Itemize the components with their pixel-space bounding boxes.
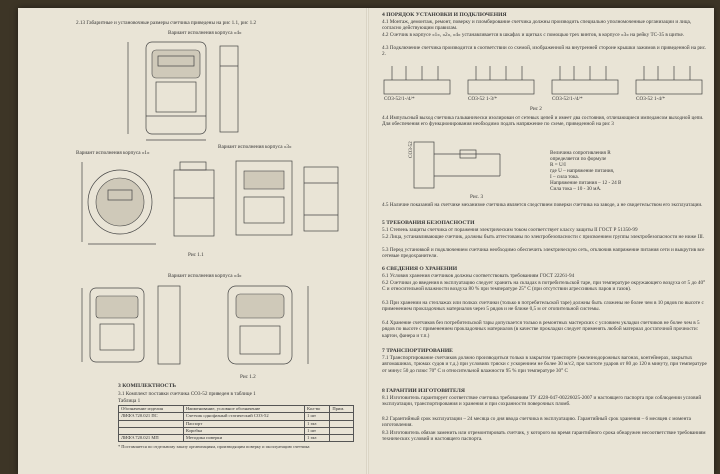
section-6-heading: 6 СВЕДЕНИЯ О ХРАНЕНИИ [382,266,458,272]
table-cell: 1 экз [304,419,331,428]
formula-line: Напряжение питания – 12 - 24 В [550,180,622,186]
intro-text: 2.13 Габаритные и установочные размеры с… [76,20,257,26]
meter-drawing-top [127,41,239,141]
formula-line: I – сила тока. [550,174,580,180]
meter-drawing-din [235,160,339,236]
p-6-4: 6.4 Хранение счетчиков без потребительск… [382,320,700,339]
document-sheet: 2.13 Габаритные и установочные размеры с… [18,8,714,474]
p-4-1: 4.1 Монтаж, демонтаж, ремонт, поверку и … [382,19,692,31]
table-cell [329,412,354,421]
p-6-3: 6.3 При хранении на стеллажах или полках… [382,300,704,313]
table-cell: ЛИФЭ.720.021 МП [118,434,184,443]
figure-2-caption: Рис 2 [530,106,542,112]
p-7-1: 7.1 Транспортирование счетчиков должно п… [382,355,707,374]
table-cell: Методика поверки [182,434,306,443]
table-header-cell: Прим. [329,404,354,414]
table-cell: Паспорт [182,419,306,428]
variant-4b-caption: Вариант исполнения корпуса «4» [168,273,242,279]
p-4-3: 4.3 Подключение счетчика производится в … [382,45,707,57]
meter-drawing-bottom [81,285,309,365]
wiring-label: СО3-52 1-4/* [636,96,665,102]
page-fold [366,8,369,474]
variant-3-caption: Вариант исполнения корпуса «3» [218,144,292,150]
wiring-label: СО3-52/1-/4/* [552,96,583,102]
section-8-heading: 8 ГАРАНТИИ ИЗГОТОВИТЕЛЯ [382,388,465,394]
left-page: 2.13 Габаритные и установочные размеры с… [18,8,364,474]
table-cell: ЛИФЭ.720.021 ПС [118,412,184,421]
figure-1-1-caption: Рис 1.1 [188,252,204,258]
p-8-1: 8.1 Изготовитель гарантирует соответстви… [382,395,702,408]
formula-line: R = U/I [550,162,566,168]
section-7-heading: 7 ТРАНСПОРТИРОВАНИЕ [382,348,453,354]
table-1-caption: Таблица 1 [118,398,141,404]
p-4-4: 4.4 Импульсный выход счетчика гальваниче… [382,115,704,128]
wiring-label: СО3-52/1-/4/* [384,96,415,102]
p-8-2: 8.2 Гарантийный срок эксплуатации – 24 м… [382,416,691,428]
p-6-1: 6.1 Условия хранения счетчиков должны со… [382,273,575,279]
section-3-1-text: 3.1 Комплект поставки счетчика СО3-52 пр… [118,391,256,397]
table-header-row: Обозначение изделия Наименование, условн… [118,404,354,414]
table-cell [329,426,354,436]
table-cell [329,419,354,428]
table-cell [118,426,184,436]
table-cell: 1 шт [304,412,331,421]
table-header-cell: Обозначение изделия [118,404,184,414]
pulse-output-circuit [413,141,501,189]
p-5-1: 5.1 Степень защиты счетчика от поражения… [382,227,638,233]
table-cell [329,434,354,443]
supply-table: Обозначение изделия Наименование, условн… [118,404,354,443]
wiring-diagrams [383,66,703,95]
wiring-label: СО3-52 1-3/* [468,96,497,102]
table-row: ЛИФЭ.720.021 МП Методика поверки 1 экз [118,434,354,443]
meter-drawing-side [173,161,215,237]
figure-3-caption: Рис. 3 [470,194,484,200]
formula-line: Величина сопротивления R [550,150,611,156]
variant-4-caption: Вариант исполнения корпуса «4» [168,30,242,36]
table-header-cell: Кол-во [304,404,331,414]
variant-1-caption: Вариант исполнения корпуса «1» [76,150,150,156]
table-footnote: * Поставляется по отдельному заказу орга… [118,444,310,449]
formula-line: Сила тока – 10 - 30 мА. [550,186,602,192]
p-6-2: 6.2 Счетчики до введения в эксплуатацию … [382,280,706,293]
section-5-heading: 5 ТРЕБОВАНИЯ БЕЗОПАСНОСТИ [382,220,475,226]
formula-line: где U – напряжение питания, [550,168,615,174]
section-4-heading: 4 ПОРЯДОК УСТАНОВКИ И ПОДКЛЮЧЕНИЯ [382,12,507,18]
table-cell: Счетчик однофазный статический СО3-52 [182,412,306,421]
table-row: ЛИФЭ.720.021 ПС Счетчик однофазный стати… [118,412,354,421]
circuit-meter-label: СО3-52 [408,141,414,158]
p-4-5: 4.5 Наличие показаний на счетчике механи… [382,202,703,208]
table-cell [118,419,184,428]
table-cell: 1 шт [304,426,331,436]
figure-1-2-caption: Рис 1.2 [240,374,256,380]
section-3-heading: 3 КОМПЛЕКТНОСТЬ [118,383,177,389]
table-header-cell: Наименование, условное обозначение [182,404,306,414]
table-row: Коробка 1 шт [118,426,354,436]
right-page: 4 ПОРЯДОК УСТАНОВКИ И ПОДКЛЮЧЕНИЯ 4.1 Мо… [370,8,714,474]
table-cell: Коробка [182,426,306,436]
table-row: Паспорт 1 экз [118,419,354,428]
p-4-2: 4.2 Счетчик в корпусе «1», «2», «4» уста… [382,32,685,38]
p-8-3: 8.3 Изготовитель обязан заменить или отр… [382,430,706,442]
p-5-3: 5.3 Перед установкой и подключением счет… [382,247,705,259]
table-cell: 1 экз [304,434,331,443]
formula-line: определяется по формуле [550,156,607,162]
p-5-2: 5.2 Лица, устанавливающие счетчик, должн… [382,234,705,240]
meter-drawing-round [81,162,156,245]
